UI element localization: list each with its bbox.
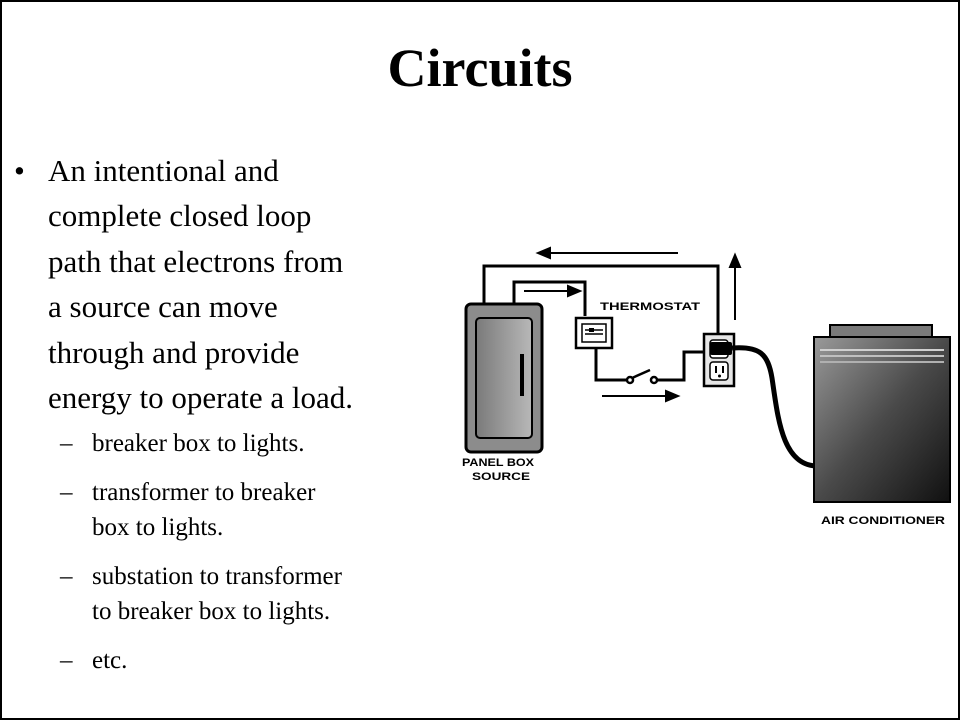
sub-marker: – xyxy=(60,479,73,507)
sub-marker: – xyxy=(60,563,73,591)
circuit-diagram: THERMOSTAT PANEL BOX SOURCE AIR CONDITIO… xyxy=(462,246,951,527)
inner-wire xyxy=(512,280,587,316)
sub-line: box to lights. xyxy=(92,514,224,542)
panel-box-label: PANEL BOX xyxy=(462,457,535,469)
source-label: SOURCE xyxy=(472,471,530,483)
plug-icon xyxy=(710,342,819,469)
sub-list: – breaker box to lights. – transformer t… xyxy=(14,426,434,678)
thermostat-icon xyxy=(574,316,614,350)
circuit-wires xyxy=(482,264,720,382)
bullet-marker: • xyxy=(14,153,25,188)
sub-item: – transformer to breaker box to lights. xyxy=(14,475,434,545)
thermostat-label: THERMOSTAT xyxy=(600,301,700,313)
panel-box-icon xyxy=(464,302,544,454)
bullet-list: • An intentional and complete closed loo… xyxy=(14,148,434,692)
slide-title: Circuits xyxy=(387,38,573,98)
current-arrow-icon xyxy=(602,389,681,403)
outer-wire xyxy=(482,264,720,338)
outlet-icon xyxy=(702,332,736,388)
switch-icon xyxy=(625,368,659,385)
air-conditioner-label: AIR CONDITIONER xyxy=(821,515,945,527)
sub-item: – etc. xyxy=(14,643,434,678)
bullet-line: a source can move xyxy=(48,289,278,325)
switch-wire-out xyxy=(657,350,706,382)
bullet-line: path that electrons from xyxy=(48,243,344,279)
current-arrow-icon xyxy=(728,252,742,320)
bullet-line: through and provide xyxy=(48,334,300,370)
sub-line: etc. xyxy=(92,647,128,675)
bullet-line: energy to operate a load. xyxy=(48,380,353,416)
bullet-line: complete closed loop xyxy=(48,198,312,234)
sub-line: transformer to breaker xyxy=(92,479,316,507)
bullet-line: An intentional and xyxy=(48,153,279,188)
sub-line: breaker box to lights. xyxy=(92,430,305,458)
sub-marker: – xyxy=(60,647,73,675)
bullet-item: • An intentional and complete closed loo… xyxy=(14,148,434,420)
sub-line: substation to transformer xyxy=(92,563,342,591)
current-arrow-icon xyxy=(524,284,583,298)
switch-wire xyxy=(594,348,627,382)
sub-marker: – xyxy=(60,430,73,458)
sub-line: to breaker box to lights. xyxy=(92,598,331,626)
air-conditioner-icon xyxy=(813,324,951,503)
sub-item: – substation to transformer to breaker b… xyxy=(14,559,434,629)
sub-item: – breaker box to lights. xyxy=(14,426,434,461)
current-arrow-icon xyxy=(535,246,678,260)
